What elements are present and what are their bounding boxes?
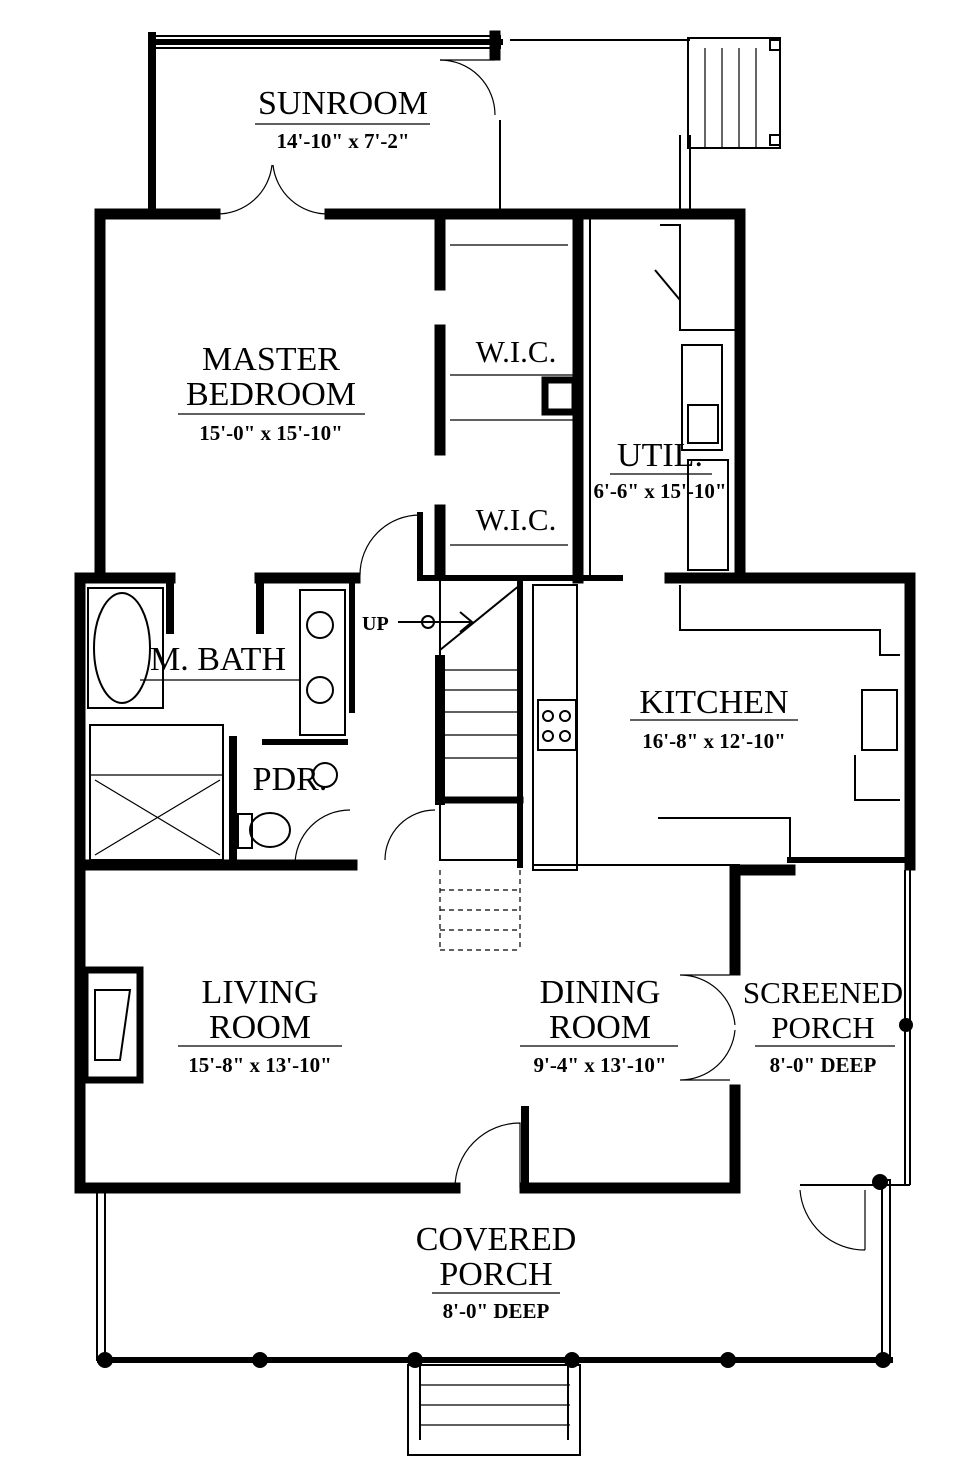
util-label: UTIL.: [617, 437, 703, 474]
stairs-up-label: UP: [362, 613, 389, 635]
bath-fixtures: [87, 587, 346, 861]
dining-room-dimensions: 9'-4" x 13'-10": [534, 1053, 667, 1077]
sunroom-dimensions: 14'-10" x 7'-2": [277, 129, 410, 153]
master-bedroom-dimensions: 15'-0" x 15'-10": [199, 421, 342, 445]
master-bath-label: M. BATH: [150, 641, 286, 678]
exterior-steps-rear: [687, 37, 781, 149]
living-room-dimensions: 15'-8" x 13'-10": [188, 1053, 331, 1077]
screened-porch-label-2: PORCH: [771, 1010, 874, 1045]
living-room-label-2: ROOM: [209, 1009, 311, 1046]
up-arrow-icon: [398, 611, 474, 633]
kitchen-label: KITCHEN: [639, 684, 788, 721]
powder-room-label: PDR.: [253, 761, 328, 798]
screened-porch-label-1: SCREENED: [743, 975, 903, 1010]
covered-porch-structure: [96, 1018, 913, 1456]
util-dimensions: 6'-6" x 15'-10": [594, 479, 727, 503]
master-bedroom-label-2: BEDROOM: [186, 376, 356, 413]
kitchen-dimensions: 16'-8" x 12'-10": [642, 729, 785, 753]
covered-porch-label-2: PORCH: [439, 1256, 552, 1293]
sunroom-walls: [148, 30, 691, 216]
range-icon: [542, 710, 571, 742]
dining-room-label-2: ROOM: [549, 1009, 651, 1046]
sunroom-label: SUNROOM: [258, 85, 428, 122]
dining-room-label-1: DINING: [540, 974, 661, 1011]
screened-porch-dimensions: 8'-0" DEEP: [770, 1053, 877, 1077]
wic-label-upper: W.I.C.: [476, 334, 557, 369]
living-room-label-1: LIVING: [201, 974, 318, 1011]
wic-label-lower: W.I.C.: [476, 502, 557, 537]
master-bedroom-label-1: MASTER: [202, 341, 340, 378]
basement-stairs: [439, 870, 521, 951]
covered-porch-label-1: COVERED: [416, 1221, 577, 1258]
covered-porch-dimensions: 8'-0" DEEP: [443, 1299, 550, 1323]
